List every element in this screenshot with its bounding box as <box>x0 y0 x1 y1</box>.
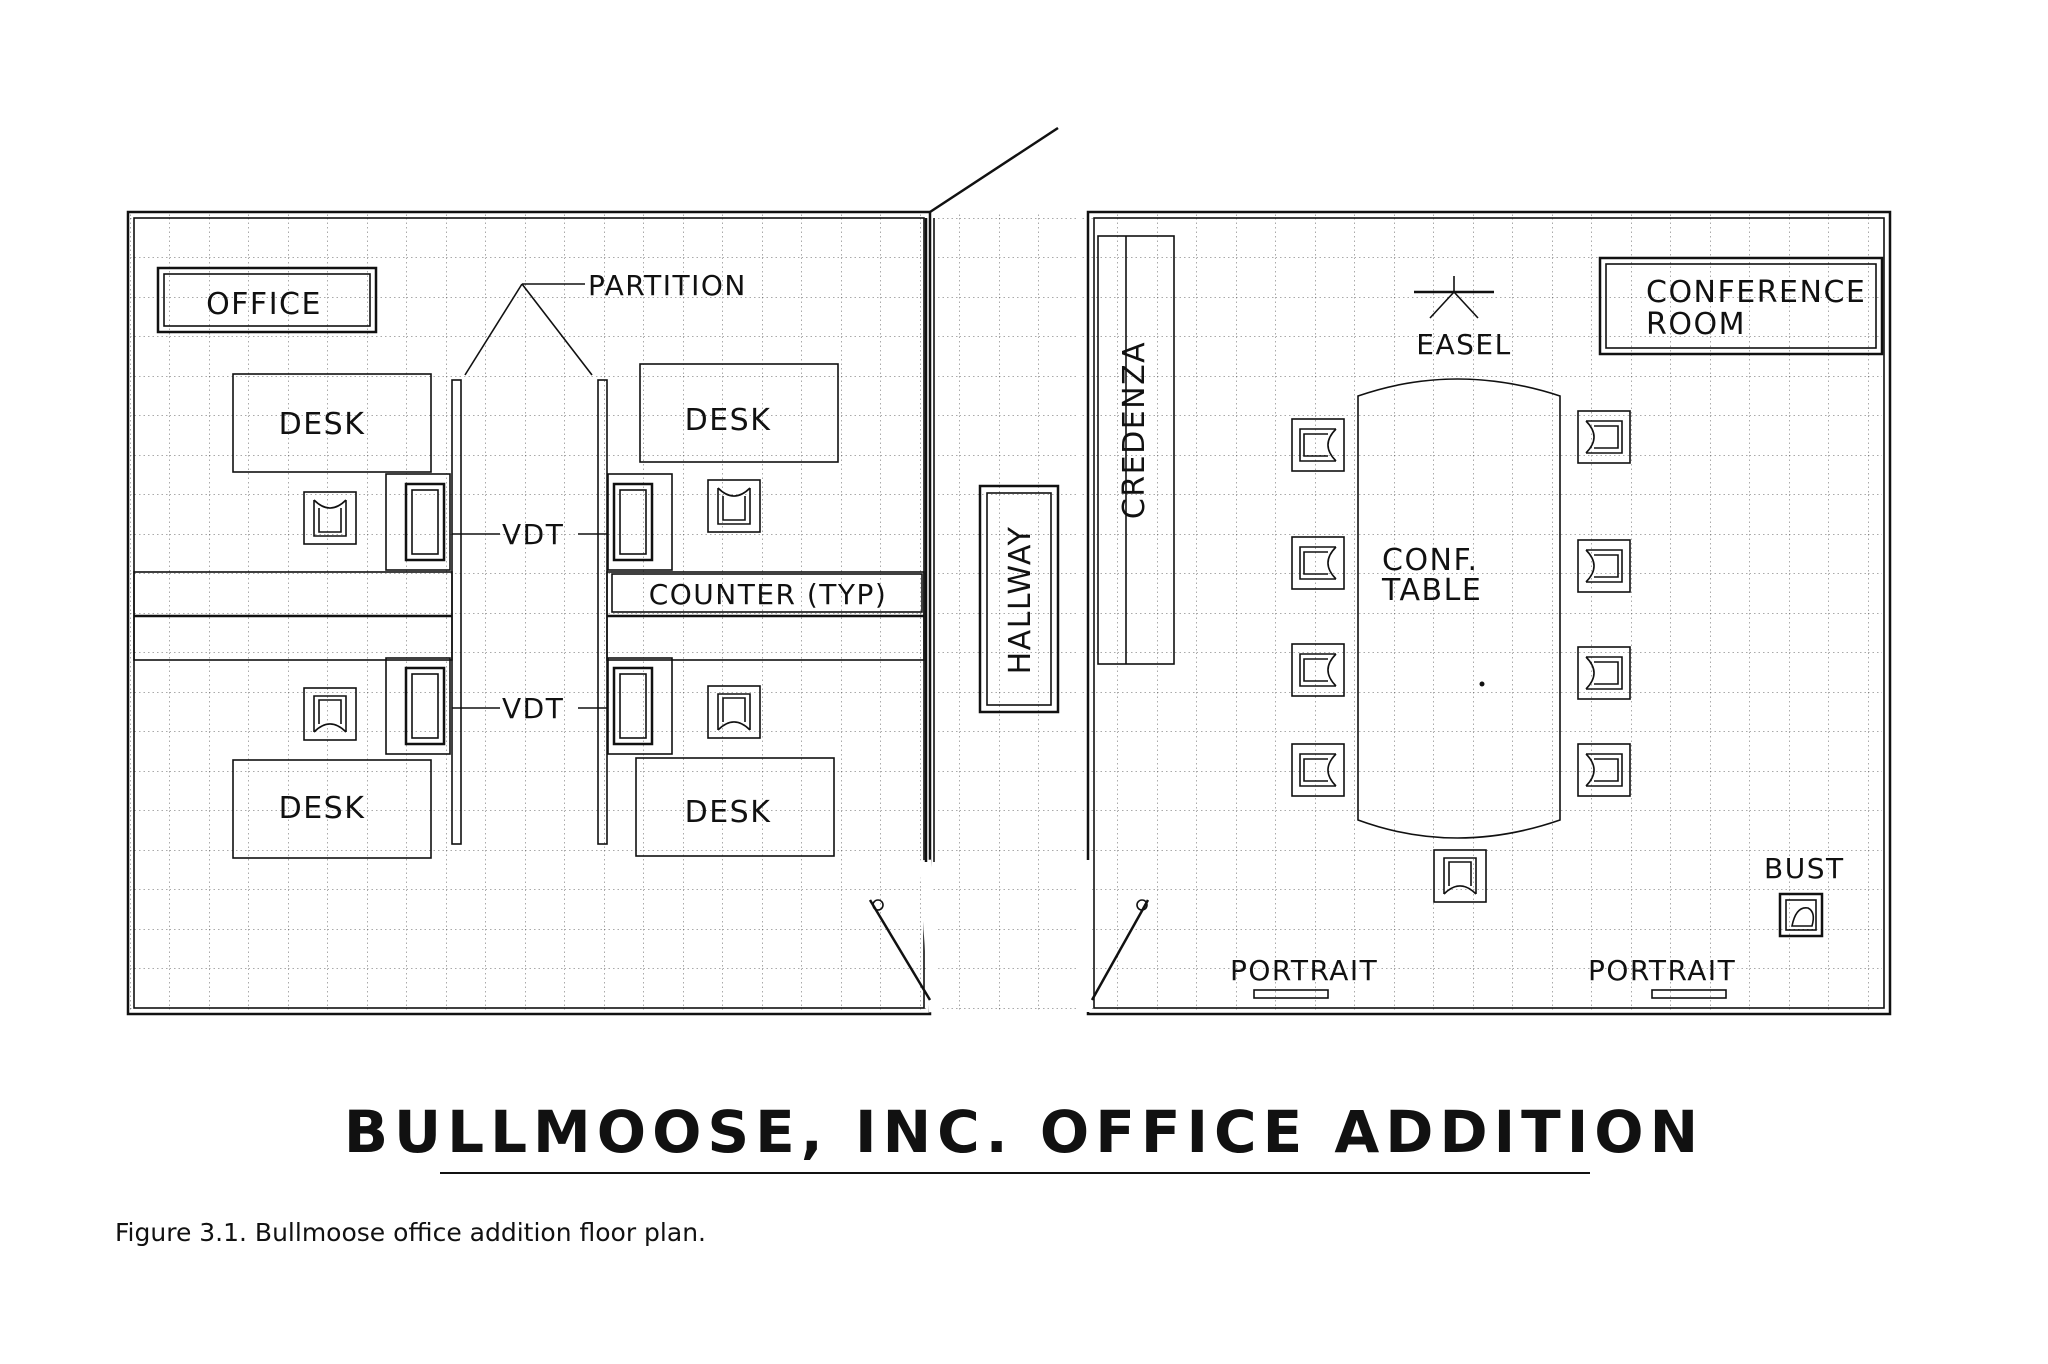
counter-right: COUNTER (TYP) <box>606 571 925 661</box>
easel-icon: EASEL <box>1414 276 1511 361</box>
vdt-top-left <box>385 473 451 571</box>
grid-hallway <box>930 214 1078 1012</box>
hallway-label: HALLWAY <box>1003 526 1038 675</box>
office-label-box: OFFICE <box>156 266 378 334</box>
office-label: OFFICE <box>206 287 322 322</box>
conf-table-label-line1: CONF. <box>1382 543 1478 578</box>
grid-conference <box>1082 214 1882 1012</box>
conference-label-box: CONFERENCE ROOM <box>1598 256 1884 356</box>
portrait-label-right: PORTRAIT <box>1588 954 1736 987</box>
svg-text:DESK: DESK <box>279 407 366 442</box>
vdt-bottom-left <box>385 657 451 755</box>
conference-label-line1: CONFERENCE <box>1646 275 1866 310</box>
counter-label: COUNTER (TYP) <box>649 578 888 611</box>
partition-label: PARTITION <box>588 269 747 302</box>
vdt-label-bottom: VDT <box>502 692 564 725</box>
figure-caption: Figure 3.1. Bullmoose office addition fl… <box>115 1218 706 1247</box>
credenza: CREDENZA <box>1097 235 1175 665</box>
hallway-label-box: HALLWAY <box>978 484 1060 714</box>
vdt-callout-top: VDT <box>452 518 608 551</box>
desk-top-left: DESK <box>232 373 432 473</box>
partition-callout: PARTITION <box>464 269 747 376</box>
portrait-right: PORTRAIT <box>1588 954 1736 999</box>
conference-label-line2: ROOM <box>1646 307 1746 342</box>
office-bottom-door <box>868 899 932 1001</box>
svg-text:DESK: DESK <box>685 403 772 438</box>
easel-label: EASEL <box>1416 328 1511 361</box>
office-entry-door <box>924 126 1059 862</box>
bust-icon: BUST <box>1764 852 1845 938</box>
figure-title: BULLMOOSE, INC. OFFICE ADDITION <box>343 1098 1705 1166</box>
credenza-label: CREDENZA <box>1117 341 1152 519</box>
desk-bottom-right: DESK <box>635 757 835 857</box>
title-underline <box>440 1172 1590 1174</box>
desk-bottom-left: DESK <box>232 759 432 859</box>
desk-top-right: DESK <box>639 363 839 463</box>
conference-walls <box>1080 210 1892 1016</box>
counter-left <box>133 571 453 661</box>
svg-text:DESK: DESK <box>685 795 772 830</box>
conference-table: CONF. TABLE <box>1357 378 1561 839</box>
vdt-top-right <box>607 473 673 571</box>
conf-table-label-line2: TABLE <box>1381 573 1482 608</box>
vdt-label-top: VDT <box>502 518 564 551</box>
svg-text:DESK: DESK <box>279 791 366 826</box>
vdt-bottom-right <box>607 657 673 755</box>
vdt-callout-bottom: VDT <box>452 692 608 725</box>
conference-door <box>1090 899 1150 1001</box>
portrait-label-left: PORTRAIT <box>1230 954 1378 987</box>
grid-office <box>130 214 928 1012</box>
office-walls <box>126 210 941 1016</box>
bust-label: BUST <box>1764 852 1845 885</box>
portrait-left: PORTRAIT <box>1230 954 1378 999</box>
